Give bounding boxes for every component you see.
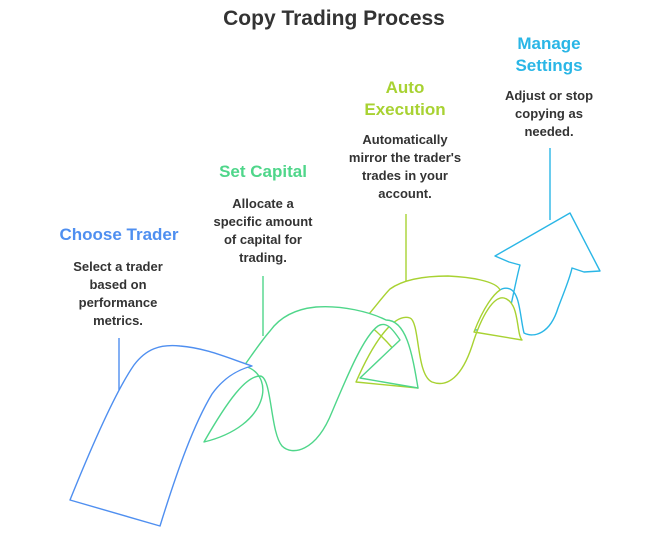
diagram-title: Copy Trading Process — [223, 7, 445, 30]
step3-description: Automatically mirror the trader's trades… — [330, 131, 480, 203]
step2-title: Set Capital — [219, 162, 307, 181]
step4-description-line: needed. — [524, 124, 574, 139]
step4-title-line: Manage — [517, 34, 581, 53]
step3-description-line: mirror the trader's — [348, 150, 462, 165]
step3-title: Auto Execution — [336, 77, 474, 121]
step1-ribbon — [69, 344, 253, 527]
step1-description-line: based on — [89, 277, 147, 292]
step1-description-line: performance — [78, 295, 158, 310]
step4-title-line: Settings — [515, 56, 583, 75]
step4-description-line: copying as — [515, 106, 583, 121]
step2-ribbon — [203, 305, 419, 452]
step3-title-line: Auto — [385, 78, 425, 97]
step2-description-line: specific amount — [213, 214, 313, 229]
step2-description-line: of capital for — [223, 232, 302, 247]
step1-description-line: Select a trader — [73, 259, 163, 274]
step3-description-line: Automatically — [362, 132, 448, 147]
step1-description: Select a trader based on performance met… — [48, 258, 188, 330]
step4-title: Manage Settings — [476, 33, 622, 77]
step2-description-line: Allocate a — [232, 196, 294, 211]
step3-description-line: trades in your — [362, 168, 448, 183]
step2-description-line: trading. — [239, 250, 287, 265]
step3-description-line: account. — [378, 186, 432, 201]
step3-title-line: Execution — [364, 100, 446, 119]
step1-description-line: metrics. — [93, 313, 143, 328]
step4-description: Adjust or stop copying as needed. — [480, 87, 618, 141]
step2-description: Allocate a specific amount of capital fo… — [185, 195, 341, 267]
step1-title: Choose Trader — [59, 225, 179, 244]
step4-description-line: Adjust or stop — [504, 88, 594, 103]
